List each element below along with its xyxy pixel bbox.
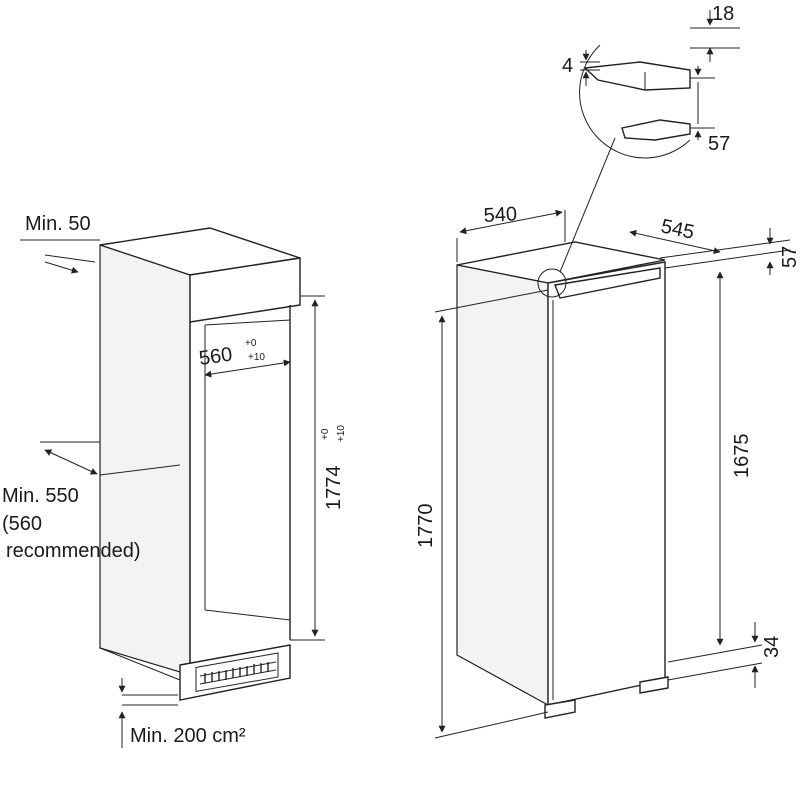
niche-height-tol-lower: +10: [336, 425, 347, 442]
detail-top-label: 18: [712, 3, 734, 25]
niche-width-tol-upper: +0: [245, 338, 257, 349]
appliance-door-height-label: 1675: [731, 434, 753, 479]
appliance-width-label: 540: [483, 203, 517, 227]
detail-thickness-label: 4: [562, 55, 573, 77]
niche-side-panel: [99, 244, 191, 676]
detail-magnified: 18 4 57: [562, 3, 740, 159]
appliance-height-label: 1770: [415, 504, 437, 549]
niche-height-label: 1774: [323, 466, 345, 511]
appliance-top-offset-label: 57: [779, 246, 800, 268]
niche-height-tol-upper: +0: [320, 428, 331, 440]
niche-drawing: Min. 50 560 +0 +10 1774 +0 +10 Min. 550 …: [2, 213, 347, 748]
niche-width-label: 560: [198, 344, 234, 370]
niche-depth-label-1: Min. 550: [2, 485, 79, 507]
appliance-foot-front: [544, 699, 576, 719]
appliance-side: [456, 264, 549, 707]
niche-plinth: [179, 644, 291, 701]
niche-vent-label: Min. 200 cm²: [130, 725, 246, 747]
niche-depth-label-2: (560: [2, 513, 42, 535]
appliance-bottom-offset-label: 34: [761, 636, 783, 658]
appliance-door: [547, 261, 666, 706]
detail-callout-circle: [537, 268, 567, 298]
detail-lower-strip: [621, 119, 691, 141]
appliance-top-rail: [554, 267, 661, 299]
detail-upper-bracket: [583, 61, 691, 91]
niche-width-tol-lower: +10: [248, 352, 265, 363]
detail-height-label: 57: [708, 133, 730, 155]
vent-grille: [195, 652, 279, 693]
appliance-foot-back: [639, 676, 669, 694]
appliance-drawing: 540 545 57 1770 1675 34: [415, 137, 800, 739]
niche-depth-label-3: recommended): [6, 540, 141, 562]
niche-top-gap-label: Min. 50: [25, 213, 91, 235]
niche-header: [189, 257, 301, 323]
